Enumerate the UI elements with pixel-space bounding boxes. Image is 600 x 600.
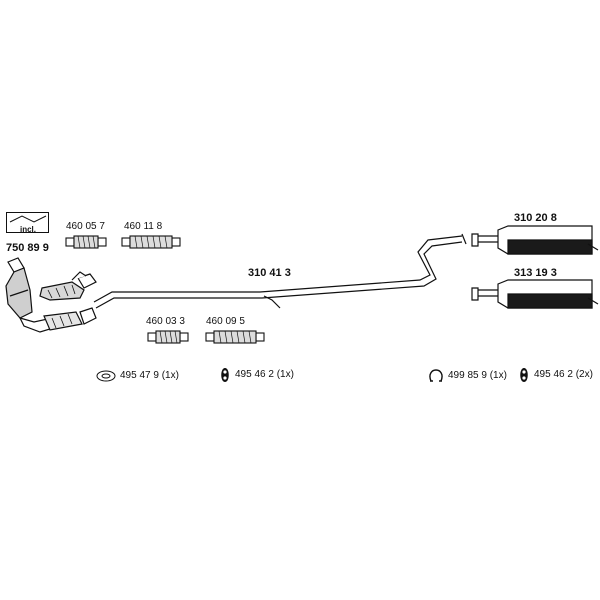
part-label-catalytic-converter: 750 89 9: [6, 242, 49, 254]
flexpipe-460-09-5-shape: [205, 330, 265, 344]
part-label-flexpipe-2: 460 11 8: [124, 221, 163, 232]
flexpipe-460-05-7-shape: [65, 235, 107, 249]
hardware-ring-right: 499 85 9 (1x): [428, 369, 507, 383]
clamp-ring-icon: [429, 369, 443, 382]
hardware-ring-left-label: 495 47 9 (1x): [120, 370, 179, 381]
hardware-hanger-left: 495 46 2 (1x): [219, 367, 294, 383]
rubber-hanger-icon: [520, 368, 528, 382]
part-label-flexpipe-3: 460 03 3: [146, 316, 185, 327]
flexpipe-460-03-3-shape: [147, 330, 189, 344]
part-label-rear-silencer-2: 313 19 3: [514, 267, 557, 279]
hardware-hanger-right: 495 46 2 (2x): [518, 367, 593, 383]
rear-silencer-310-20-8-shape: [471, 225, 599, 255]
hardware-ring-left: 495 47 9 (1x): [96, 369, 179, 383]
part-label-centre-pipe: 310 41 3: [248, 267, 291, 279]
hardware-hanger-right-label: 495 46 2 (2x): [534, 369, 593, 380]
part-label-rear-silencer-1: 310 20 8: [514, 212, 557, 224]
flexpipe-460-11-8-shape: [121, 235, 181, 249]
hardware-hanger-left-label: 495 46 2 (1x): [235, 369, 294, 380]
catalytic-converter: [5, 257, 97, 333]
hardware-ring-right-label: 499 85 9 (1x): [448, 370, 507, 381]
flexpipe-icons: [65, 235, 265, 344]
part-label-flexpipe-1: 460 05 7: [66, 221, 105, 232]
centre-pipe: [93, 233, 467, 309]
rear-silencer-313-19-3-shape: [471, 279, 599, 309]
gasket-kit-icon: [6, 212, 49, 233]
sealing-ring-icon: [96, 370, 116, 382]
included-badge-label: incl.: [19, 225, 36, 234]
included-badge: incl.: [6, 212, 50, 234]
part-label-flexpipe-4: 460 09 5: [206, 316, 245, 327]
rubber-hanger-icon: [221, 368, 229, 382]
front-flex-section: [39, 271, 97, 301]
